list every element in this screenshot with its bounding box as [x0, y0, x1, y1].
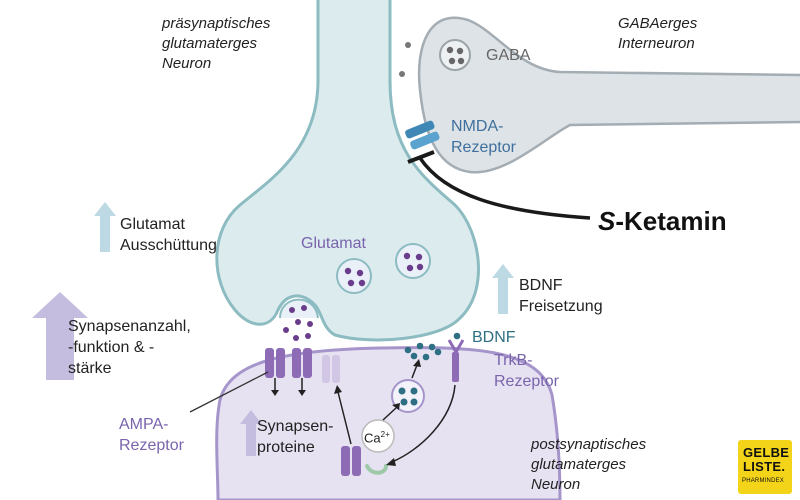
gabaergic-interneuron-shape — [417, 16, 800, 174]
ampa-pointer-line — [189, 371, 269, 413]
bdnf-label: BDNF — [472, 329, 516, 346]
trkb-receptor-label: TrkB- Rezeptor — [494, 352, 559, 390]
glutamate-vesicle-icon — [395, 243, 431, 279]
trkb-receptor-icon — [447, 339, 465, 382]
bdnf-arrowhead — [413, 359, 421, 367]
calcium-charge: 2+ — [380, 430, 390, 439]
vesicle-arrowhead — [392, 403, 400, 410]
gelbe-liste-logo: GELBE LISTE. PHARMINDEX — [738, 440, 792, 494]
glutamate-release-vesicle-icon — [279, 298, 319, 341]
gaba-dot — [399, 71, 405, 77]
trkb-signal-arrowhead — [386, 458, 396, 466]
bdnf-dots — [404, 332, 461, 361]
synapse-count-label: Synapsenanzahl, -funktion & - stärke — [68, 318, 191, 377]
s-ketamin-label: S-Ketamin — [598, 206, 727, 236]
calcium-ion-icon — [361, 419, 395, 453]
bdnf-arrow — [411, 364, 418, 379]
ampa-receptor-faded-icon — [322, 355, 340, 383]
logo-line-1: GELBE — [743, 445, 790, 460]
channel-protein-icon — [341, 446, 361, 476]
glutamate-vesicle-icon — [336, 258, 372, 294]
ampa-receptor-label: AMPA- Rezeptor — [119, 416, 184, 454]
calcium-label: Ca2+ — [364, 427, 390, 446]
nmda-receptor-icon — [405, 120, 440, 150]
s-ketamin-prefix: S — [598, 206, 616, 236]
s-ketamin-rest: -Ketamin — [615, 206, 727, 236]
glutamat-up-arrow — [94, 202, 116, 252]
protein-arrowhead — [334, 385, 342, 394]
gaba-label: GABA — [486, 47, 531, 64]
logo-line-3: PHARMINDEX — [742, 478, 785, 484]
glutamat-label: Glutamat — [301, 235, 366, 252]
postsynaptic-neuron-label: postsynaptisches glutamaterges Neuron — [531, 436, 647, 493]
bdnf-up-arrow — [492, 264, 514, 314]
logo-line-2: LISTE. — [743, 459, 786, 474]
vesicle-arrow — [382, 407, 397, 421]
presynaptic-neuron-label: präsynaptisches glutamaterges Neuron — [162, 15, 271, 72]
synapse-up-arrow — [32, 292, 88, 380]
protein-arrow — [337, 391, 352, 445]
calmodulin-icon — [365, 464, 388, 475]
bdnf-vesicle-icon — [391, 379, 425, 413]
bdnf-release-label: BDNF Freisetzung — [519, 277, 603, 315]
glutamat-release-label: Glutamat Ausschüttung — [120, 216, 217, 254]
protein-up-arrow — [240, 410, 262, 456]
synapse-proteins-label: Synapsen- proteine — [257, 418, 334, 456]
gaba-dot — [405, 42, 411, 48]
gaba-vesicle-icon — [439, 39, 471, 71]
ampa-receptor-icon — [265, 348, 285, 396]
gabaergic-interneuron-label: GABAerges Interneuron — [618, 15, 698, 52]
inhibition-bar — [407, 150, 435, 164]
ketamin-inhibition-line — [418, 157, 591, 220]
nmda-receptor-label: NMDA- Rezeptor — [451, 118, 516, 156]
trkb-signal-arrow — [391, 384, 456, 463]
ampa-receptor-icon — [292, 348, 312, 396]
calcium-symbol: Ca — [364, 430, 381, 446]
